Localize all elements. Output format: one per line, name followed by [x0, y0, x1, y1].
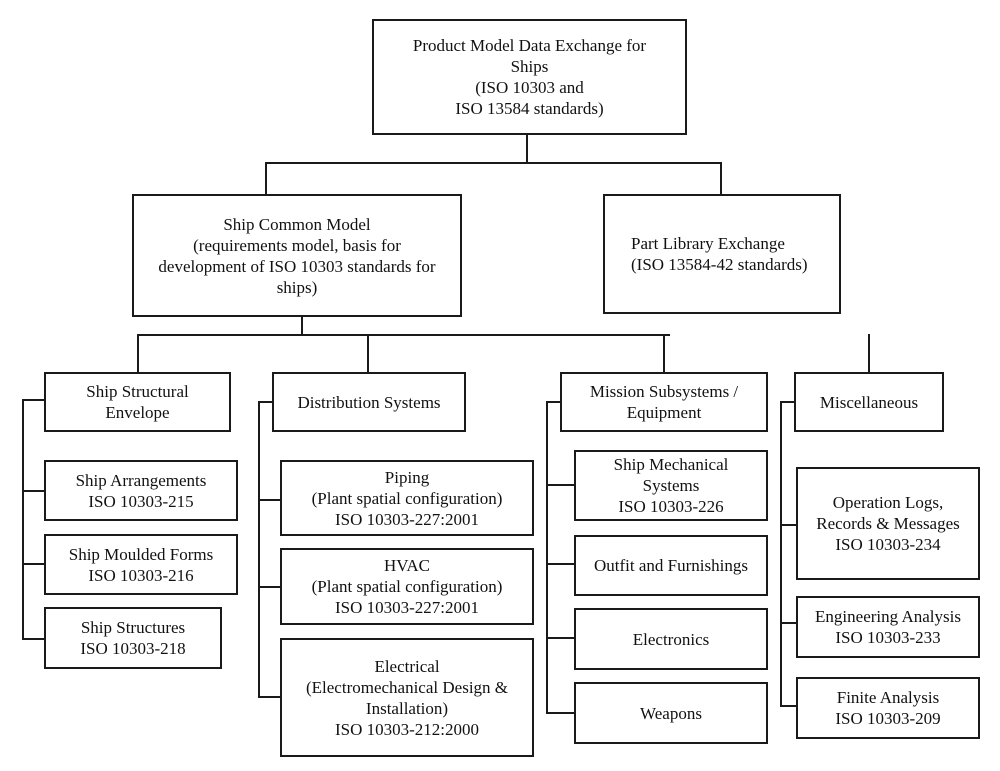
node-text-line: Envelope: [105, 403, 170, 422]
node-text-line: Finite Analysis: [836, 688, 940, 707]
connector: [137, 334, 670, 336]
node-miscellaneous: Miscellaneous: [794, 372, 944, 432]
node-text-line: Engineering Analysis: [815, 607, 961, 626]
node-text-line: ISO 13584 standards): [455, 99, 604, 118]
node-part-library-exchange: Part Library Exchange (ISO 13584-42 stan…: [603, 194, 841, 314]
node-text-line: Ships: [510, 57, 549, 76]
connector: [301, 316, 303, 335]
node-ship-structures: Ship Structures ISO 10303-218: [44, 607, 222, 669]
connector: [258, 401, 274, 403]
connector: [265, 162, 721, 164]
connector: [526, 133, 528, 163]
node-text-line: Ship Structures: [80, 618, 186, 637]
node-text-line: Ship Structural: [86, 382, 189, 401]
node-text-line: Systems: [642, 476, 700, 495]
connector: [780, 524, 796, 526]
node-text-line: Equipment: [626, 403, 702, 422]
connector: [258, 586, 280, 588]
node-text-line: Ship Moulded Forms: [68, 544, 214, 564]
node-hvac: HVAC (Plant spatial configuration) ISO 1…: [280, 548, 534, 625]
node-text-line: Part Library Exchange: [631, 234, 785, 253]
connector: [780, 705, 796, 707]
node-mission-subsystems-equipment: Mission Subsystems / Equipment: [560, 372, 768, 432]
connector: [22, 638, 44, 640]
node-text-line: ISO 10303-233: [835, 628, 941, 647]
node-text-line: Piping: [384, 467, 430, 487]
node-text-line: ISO 10303-227:2001: [334, 509, 480, 529]
node-text-line: Records & Messages: [816, 514, 960, 533]
connector: [546, 712, 574, 714]
node-text-line: Distribution Systems: [297, 392, 441, 412]
connector: [780, 401, 782, 707]
node-electrical: Electrical (Electromechanical Design & I…: [280, 638, 534, 757]
node-text-line: ISO 10303-212:2000: [334, 719, 480, 739]
node-ship-mechanical-systems: Ship Mechanical Systems ISO 10303-226: [574, 450, 768, 521]
node-text-line: Miscellaneous: [819, 392, 919, 412]
node-text-line: Operation Logs,: [832, 493, 944, 512]
connector: [258, 401, 260, 698]
node-engineering-analysis: Engineering Analysis ISO 10303-233: [796, 596, 980, 658]
connector: [546, 484, 574, 486]
node-text-line: HVAC: [384, 556, 430, 575]
node-text-line: ISO 10303-227:2001: [334, 598, 480, 617]
node-text-line: (Electromechanical Design &: [305, 677, 509, 697]
node-text-line: Product Model Data Exchange for: [412, 36, 647, 55]
node-text-line: development of ISO 10303 standards for: [158, 256, 436, 276]
connector: [258, 696, 280, 698]
node-text-line: (Plant spatial configuration): [311, 577, 503, 596]
connector: [868, 334, 870, 372]
connector: [720, 162, 722, 194]
node-ship-moulded-forms: Ship Moulded Forms ISO 10303-216: [44, 534, 238, 595]
node-text-line: (requirements model, basis for: [193, 235, 401, 255]
node-text-line: Installation): [365, 698, 449, 718]
node-text-line: ISO 10303-218: [80, 639, 186, 658]
root-node-product-model-data-exchange: Product Model Data Exchange for Ships (I…: [372, 19, 687, 135]
node-text-line: (ISO 13584-42 standards): [631, 255, 808, 274]
node-text-line: ISO 10303-209: [835, 709, 941, 728]
node-text-line: Weapons: [640, 703, 702, 723]
connector: [367, 334, 369, 372]
connector: [780, 401, 796, 403]
node-piping: Piping (Plant spatial configuration) ISO…: [280, 460, 534, 536]
node-outfit-and-furnishings: Outfit and Furnishings: [574, 535, 768, 596]
node-text-line: Ship Mechanical: [613, 455, 729, 474]
node-ship-arrangements: Ship Arrangements ISO 10303-215: [44, 460, 238, 521]
connector: [265, 162, 267, 194]
node-ship-common-model: Ship Common Model (requirements model, b…: [132, 194, 462, 317]
node-text-line: Electrical: [374, 656, 440, 676]
node-ship-structural-envelope: Ship Structural Envelope: [44, 372, 231, 432]
connector: [663, 334, 665, 372]
connector: [546, 401, 548, 714]
connector: [546, 401, 562, 403]
connector: [22, 490, 44, 492]
node-operation-logs-records-messages: Operation Logs, Records & Messages ISO 1…: [796, 467, 980, 580]
node-text-line: Ship Common Model: [223, 214, 371, 234]
node-text-line: Electronics: [632, 629, 710, 649]
connector: [22, 399, 24, 640]
node-finite-analysis: Finite Analysis ISO 10303-209: [796, 677, 980, 739]
connector: [137, 334, 139, 372]
node-electronics: Electronics: [574, 608, 768, 670]
node-text-line: (Plant spatial configuration): [311, 488, 503, 508]
connector: [258, 499, 280, 501]
connector: [22, 563, 44, 565]
node-text-line: ISO 10303-226: [618, 497, 724, 516]
node-text-line: ISO 10303-216: [88, 565, 194, 585]
connector: [22, 399, 44, 401]
node-text-line: Ship Arrangements: [75, 470, 207, 490]
node-text-line: (ISO 10303 and: [475, 78, 584, 97]
connector: [546, 563, 574, 565]
node-text-line: ISO 10303-234: [835, 535, 941, 554]
connector: [780, 622, 796, 624]
node-text-line: ISO 10303-215: [88, 491, 194, 511]
node-weapons: Weapons: [574, 682, 768, 744]
node-text-line: Outfit and Furnishings: [594, 556, 748, 575]
connector: [546, 637, 574, 639]
node-text-line: ships): [276, 277, 318, 297]
node-distribution-systems: Distribution Systems: [272, 372, 466, 432]
node-text-line: Mission Subsystems /: [589, 382, 739, 401]
